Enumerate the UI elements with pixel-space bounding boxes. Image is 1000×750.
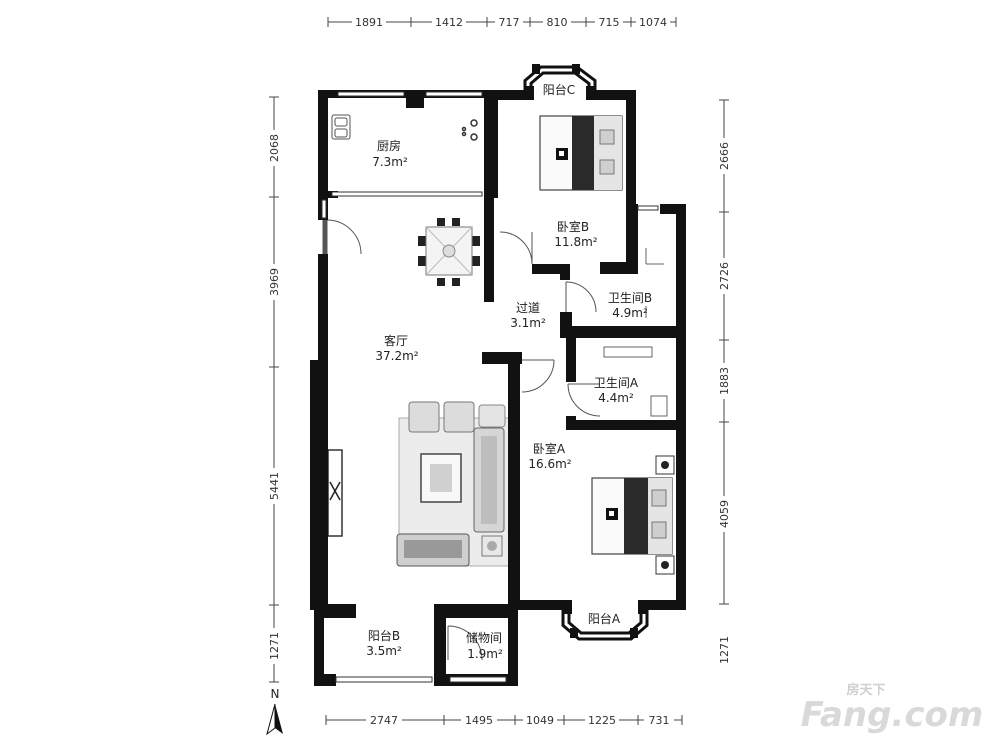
dim-top-4: 810 [547,16,568,29]
tv-cabinet-icon [327,449,343,537]
dim-top-5: 715 [599,16,620,29]
balcony-b-area: 3.5m² [366,644,402,658]
dim-top-2: 1412 [435,16,463,29]
bay-window-a [561,600,649,641]
bay-window-c [523,64,597,100]
bath-b-area: 4.9m² [612,306,648,320]
kitchen-area: 7.3m² [372,155,408,169]
kitchen-sink-icon [331,114,351,140]
dim-top-1: 1891 [355,16,383,29]
bath-b-name: 卫生间B [608,291,652,305]
bath-b-fixtures [645,248,664,318]
dimension-left [269,96,279,683]
dim-bottom-4: 1225 [588,714,616,727]
storage-area: 1.9m² [467,647,503,661]
balcony-a-name: 阳台A [588,611,621,626]
dim-top-3: 717 [499,16,520,29]
dim-right-2: 2726 [718,262,731,290]
dim-top-6: 1074 [639,16,667,29]
windows [321,91,659,683]
kitchen-name: 厨房 [377,138,401,153]
balcony-b-name: 阳台B [368,628,400,643]
fang-logo-icon: 房天下 Fang.com [801,682,984,735]
corridor-name: 过道 [516,301,540,315]
north-arrow-icon: N [266,687,283,736]
dim-bottom-5: 731 [649,714,670,727]
compass-label: N [271,687,280,701]
watermark-brand: Fang.com [801,695,984,735]
bedroom-b-name: 卧室B [557,219,589,234]
dim-left-2: 3969 [268,268,281,296]
bed-a-icon [591,455,675,575]
dining-table-icon [418,218,480,286]
dim-left-3: 5441 [268,472,281,500]
stove-icon [461,119,478,141]
living-area: 37.2m² [375,349,418,363]
dim-bottom-3: 1049 [526,714,554,727]
living-name: 客厅 [384,333,408,348]
dim-right-1: 2666 [718,142,731,170]
bedroom-a-name: 卧室A [533,441,566,456]
dim-bottom-2: 1495 [465,714,493,727]
dim-right-4: 4059 [718,500,731,528]
balcony-c-name: 阳台C [543,82,575,97]
bath-a-fixtures [603,346,668,417]
dim-right-3: 1883 [718,367,731,395]
doors [322,219,601,661]
bath-a-name: 卫生间A [594,376,639,390]
dim-left-1: 2068 [268,134,281,162]
bath-a-area: 4.4m² [598,391,634,405]
sofa-set-icon [396,401,510,567]
bedroom-b-area: 11.8m² [554,235,597,249]
storage-name: 储物间 [466,630,502,645]
dim-bottom-1: 2747 [370,714,398,727]
bed-b-icon [539,115,623,191]
bedroom-a-area: 16.6m² [528,457,571,471]
watermark-cn: 房天下 [846,682,885,698]
corridor-area: 3.1m² [510,316,546,330]
dim-right-5: 1271 [718,636,731,664]
dim-left-4: 1271 [268,632,281,660]
